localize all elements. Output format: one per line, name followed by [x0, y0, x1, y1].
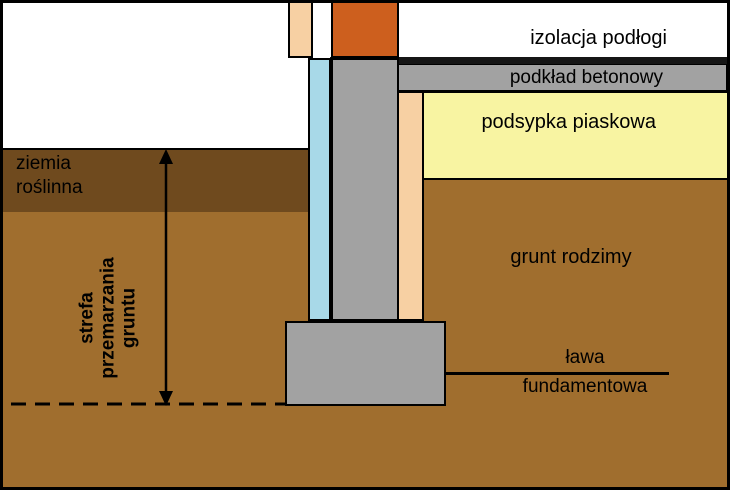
foundation-footing	[285, 321, 446, 406]
label-sand-bedding: podsypka piaskowa	[481, 111, 656, 133]
label-footing-line2: fundamentowa	[522, 376, 648, 397]
floor-insulation-layer	[330, 57, 727, 64]
label-footing-line1: ława	[565, 347, 605, 368]
foundation-wall	[331, 58, 399, 321]
label-concrete-underlay: podkład betonowy	[509, 67, 663, 88]
label-native-soil: grunt rodzimy	[510, 246, 632, 268]
perimeter-insulation-board	[308, 58, 331, 321]
label-frost-zone-line2: przemarzania	[97, 257, 119, 379]
label-topsoil-line2: roślinna	[16, 177, 83, 198]
label-topsoil-line1: ziemia	[16, 153, 71, 174]
sand-bedding-layer	[422, 91, 727, 180]
topsoil-layer	[3, 148, 310, 212]
label-frost-zone: strefa przemarzania gruntu	[77, 257, 140, 378]
wall-finish-strip-top	[288, 3, 313, 58]
footing-pointer-line	[444, 372, 669, 375]
concrete-underlay-layer	[396, 64, 727, 91]
label-topsoil: ziemia roślinna	[16, 152, 83, 200]
label-floor-insulation: izolacja podłogi	[530, 27, 667, 49]
label-frost-zone-line1: strefa	[76, 292, 98, 344]
brick-wall-block	[331, 3, 399, 58]
inner-wall-strip	[397, 91, 424, 321]
label-frost-zone-line3: gruntu	[118, 287, 140, 349]
